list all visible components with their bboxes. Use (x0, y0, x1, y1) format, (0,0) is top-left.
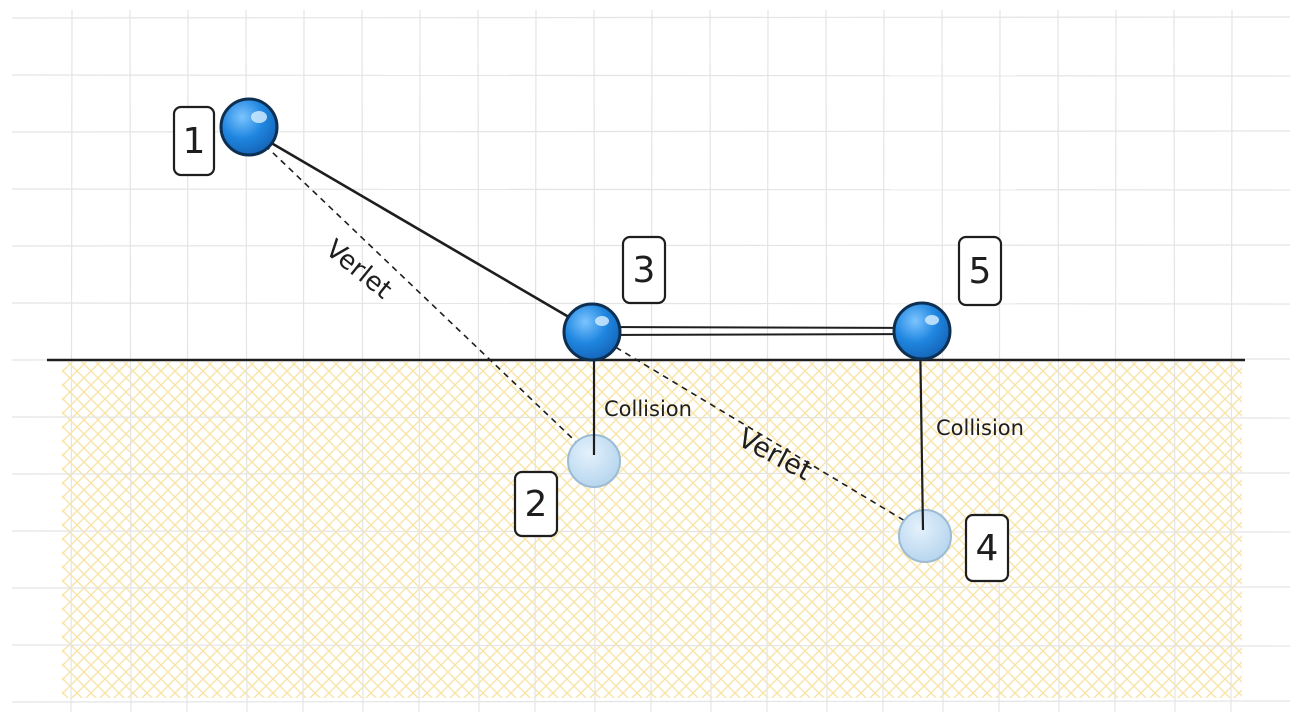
label-1: 1 (183, 121, 206, 162)
verlet-label-1: Verlet (320, 234, 398, 305)
verlet-line-3-4 (596, 335, 926, 534)
grid-line-horizontal (11, 586, 1291, 589)
verlet-line-1-2 (248, 129, 594, 459)
label-2: 2 (525, 484, 548, 525)
collision-label-1: Collision (604, 397, 692, 421)
label-box-5: 5 (957, 235, 1003, 307)
label-5: 5 (969, 251, 992, 292)
grid-line-horizontal (11, 416, 1291, 419)
grid-line-horizontal (11, 700, 1291, 703)
collision-label-2: Collision (936, 416, 1024, 440)
constraint-line-1-3 (248, 128, 592, 332)
collision-arrow-4-5 (907, 329, 933, 531)
point-1 (219, 97, 279, 157)
grid-line-horizontal (11, 472, 1291, 475)
label-3: 3 (633, 250, 656, 291)
label-box-4: 4 (964, 513, 1010, 583)
label-box-2: 2 (513, 470, 559, 538)
label-4: 4 (976, 528, 999, 569)
grid-line-horizontal (11, 16, 1291, 19)
point-3 (562, 302, 622, 362)
grid-line-horizontal (11, 530, 1291, 533)
label-box-1: 1 (172, 105, 216, 177)
grid-line-horizontal (11, 188, 1291, 191)
grid-line-horizontal (11, 74, 1291, 77)
point-5 (892, 301, 952, 361)
ghost-point-4 (898, 509, 952, 563)
grid-line-horizontal (11, 644, 1291, 647)
label-box-3: 3 (621, 235, 667, 305)
constraint-bar-3-5 (607, 326, 923, 336)
